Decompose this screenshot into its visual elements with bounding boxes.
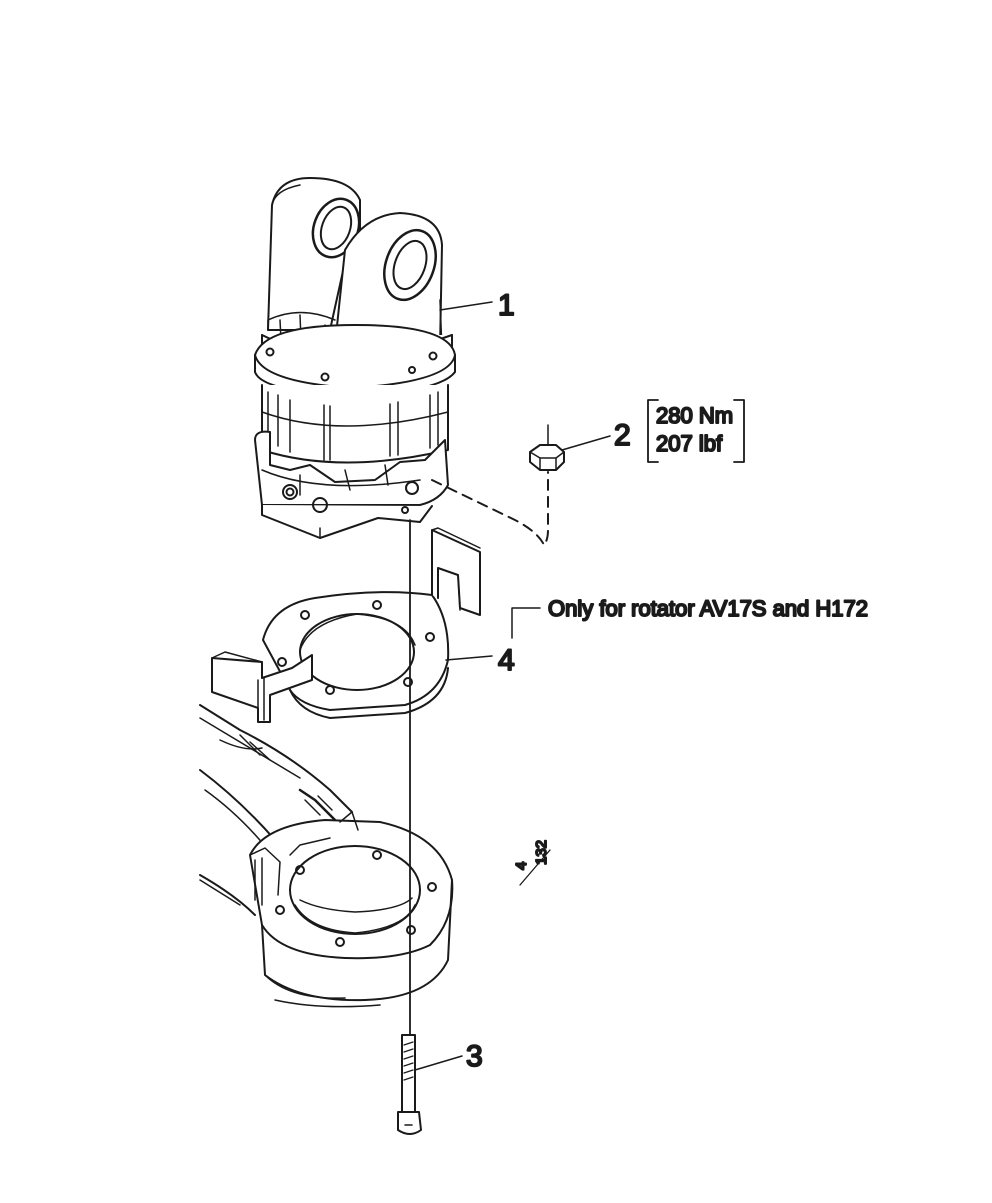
note-leader-line xyxy=(511,607,541,639)
callout-4: 4 xyxy=(498,644,515,677)
leader-line-1 xyxy=(439,301,493,311)
bolt-part xyxy=(397,1034,422,1135)
callout-2: 2 xyxy=(614,419,631,452)
leader-line-3 xyxy=(414,1055,463,1071)
figure-ref-numerator: 4 xyxy=(513,862,530,870)
boom-arm-part xyxy=(199,704,454,1008)
callout-1: 1 xyxy=(498,289,515,322)
leader-line-4 xyxy=(445,655,493,661)
torque-metric: 280 Nm xyxy=(656,403,733,428)
torque-imperial: 207 lbf xyxy=(656,431,723,456)
callout-3: 3 xyxy=(466,1040,483,1073)
figure-ref-denominator: 132 xyxy=(533,840,550,865)
figure-reference: 4 132 xyxy=(512,839,551,886)
hex-nut-part xyxy=(431,424,565,546)
rotator-part xyxy=(254,177,456,539)
applicability-note: Only for rotator AV17S and H172 xyxy=(548,596,868,621)
leader-line-2 xyxy=(561,435,611,451)
bracket-plate-part xyxy=(211,527,481,723)
torque-bracket xyxy=(647,399,745,463)
